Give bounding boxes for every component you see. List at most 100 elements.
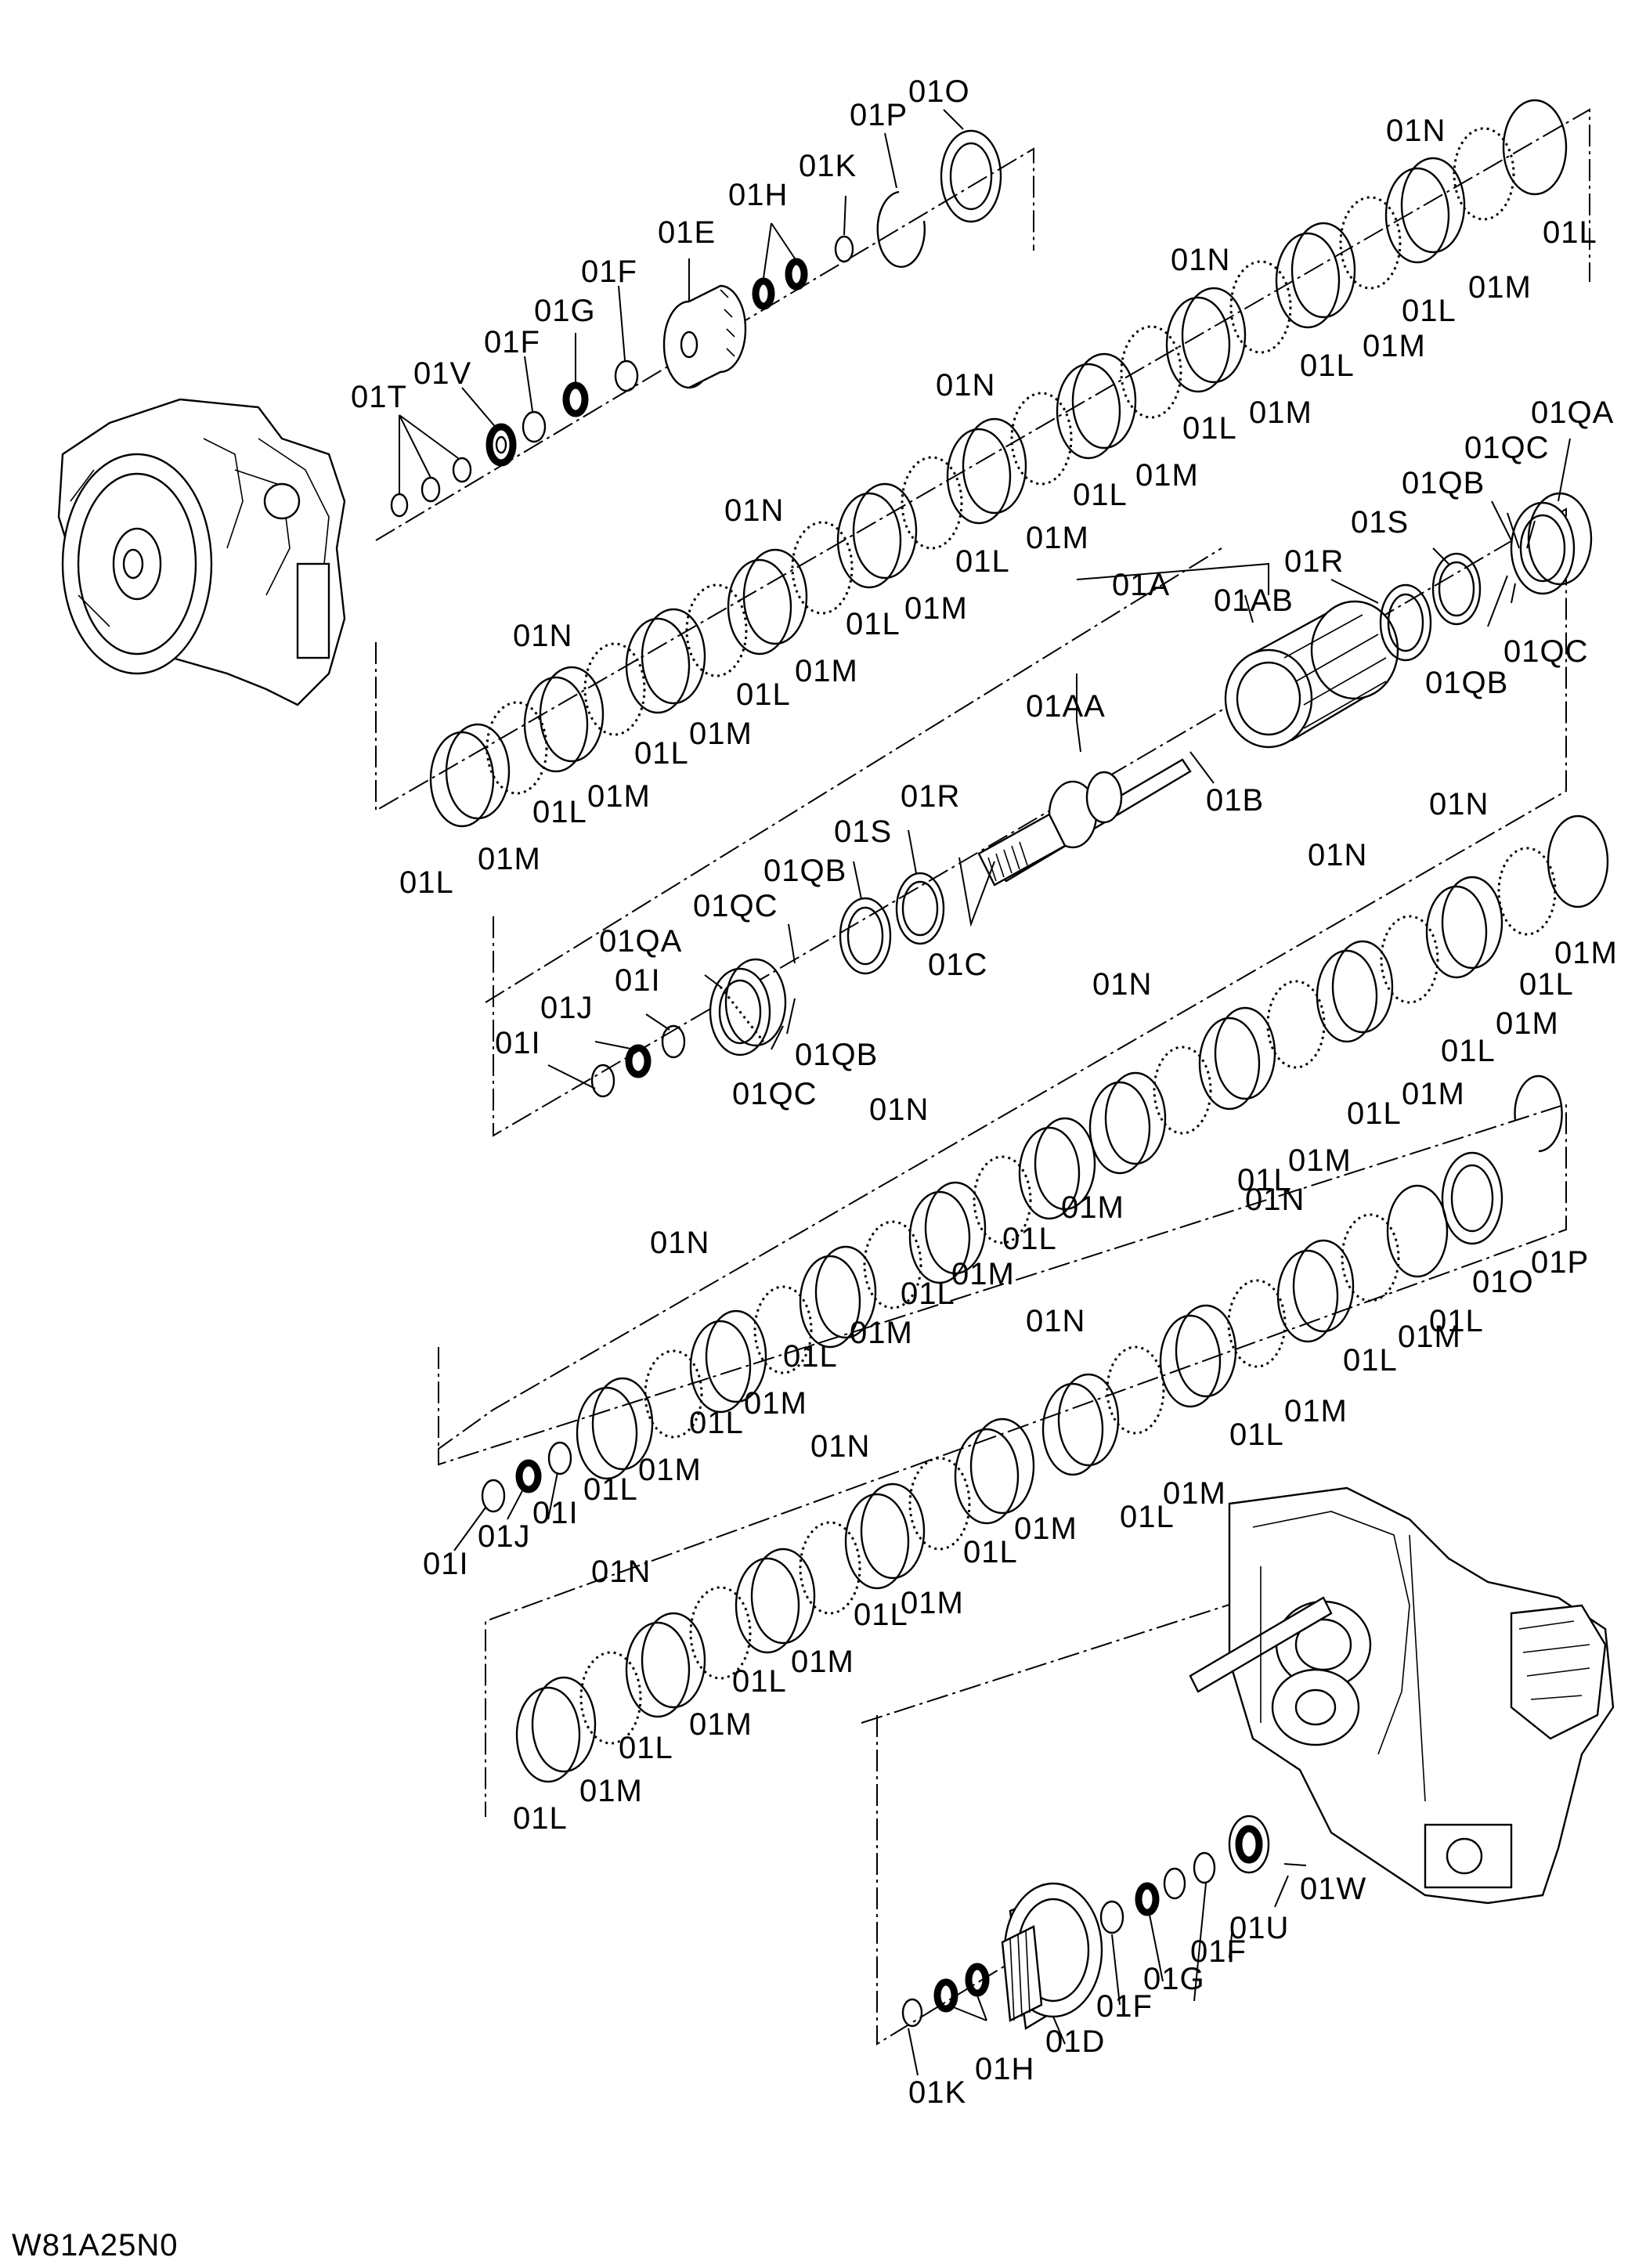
row4-clutch-pack [481, 1117, 1096, 1513]
label-01N-r2-1: 01N [513, 619, 572, 653]
row1-parts [390, 129, 1002, 518]
label-01AA: 01AA [1026, 689, 1106, 724]
label-01L-r6-5: 01L [963, 1535, 1018, 1569]
label-01L-r3-3: 01L [1441, 1034, 1496, 1068]
label-01L-r6-2: 01L [619, 1731, 673, 1765]
label-01QC-3: 01QC [693, 889, 778, 923]
label-01QB: 01QB [1402, 466, 1485, 500]
label-01M-r2-2: 01M [587, 779, 651, 814]
label-01M-r6-1: 01M [579, 1774, 643, 1808]
label-01M-r4-3: 01M [850, 1316, 913, 1350]
label-01S: 01S [1351, 505, 1409, 540]
label-01N-r2-2: 01N [724, 493, 784, 528]
label-01N-r3-1: 01N [1092, 967, 1152, 1002]
label-01L-r6-1: 01L [513, 1801, 568, 1836]
label-01QA-2: 01QA [599, 924, 682, 959]
label-01QC: 01QC [1464, 431, 1550, 465]
label-01N-r6-1: 01N [591, 1555, 651, 1589]
label-01C: 01C [928, 948, 987, 982]
label-01I-4: 01I [532, 1496, 579, 1530]
label-01P: 01P [850, 98, 908, 132]
label-01QB-4: 01QB [795, 1038, 878, 1072]
label-01N-r6-2: 01N [810, 1429, 870, 1464]
label-01L-r5-1: 01L [1120, 1500, 1175, 1534]
label-01L-r5-4: 01L [1429, 1304, 1484, 1338]
label-01L-r3-2: 01L [1347, 1096, 1402, 1131]
label-01L-r2-3: 01L [634, 736, 689, 771]
label-01L-r6-3: 01L [732, 1664, 787, 1699]
label-01QB-3: 01QB [763, 854, 846, 888]
label-01M-r6-3: 01M [791, 1645, 854, 1679]
label-01N-r2-3: 01N [936, 368, 995, 403]
label-01G: 01G [534, 294, 596, 328]
label-01S-2: 01S [834, 814, 892, 849]
row5-clutch-pack [1041, 1074, 1563, 1476]
label-01L-r4-1: 01L [583, 1472, 638, 1507]
label-01J: 01J [540, 991, 594, 1025]
label-01M-r5-2: 01M [1284, 1394, 1348, 1428]
label-01F-3: 01F [1096, 1989, 1153, 2024]
label-01N-r3-3: 01N [1429, 787, 1489, 822]
label-01L-r4-2: 01L [689, 1406, 744, 1440]
transmission-housing-illustration [57, 398, 346, 706]
label-01L-r2-4: 01L [736, 677, 791, 712]
label-01M-r6-2: 01M [689, 1707, 753, 1742]
label-01H: 01H [728, 178, 788, 212]
leader-lines [399, 109, 1571, 2076]
label-01N-r5-1: 01N [1026, 1304, 1085, 1338]
label-01L-r2-7: 01L [1073, 478, 1128, 512]
row2-clutch-pack [429, 99, 1568, 828]
label-01O-2: 01O [1472, 1265, 1534, 1299]
label-01R-2: 01R [901, 779, 960, 814]
label-01J-2: 01J [478, 1519, 531, 1554]
output-parts [901, 1815, 1270, 2030]
label-01QA: 01QA [1531, 395, 1614, 430]
row3-clutch-pack [1088, 814, 1609, 1175]
label-01U: 01U [1229, 1911, 1289, 1945]
label-01P-2: 01P [1531, 1245, 1589, 1280]
label-01L-r4-5: 01L [1002, 1222, 1057, 1256]
label-01L-r2-1: 01L [399, 865, 454, 900]
label-01M-r2-9: 01M [1363, 329, 1426, 363]
label-01M-r2-6: 01M [1026, 521, 1089, 555]
label-01I-2: 01I [495, 1026, 541, 1060]
label-01M-r5-3: 01M [1398, 1320, 1461, 1354]
label-01M-r4-2: 01M [744, 1386, 807, 1421]
label-01T: 01T [351, 380, 407, 414]
label-01M-r3-4: 01M [1554, 936, 1618, 970]
label-01M-r4-4: 01M [951, 1257, 1015, 1291]
label-01B: 01B [1206, 783, 1264, 818]
label-01L-r2-11: 01L [1543, 215, 1597, 250]
label-01N-r3-2: 01N [1308, 838, 1367, 872]
label-01L-r3-1: 01L [1237, 1163, 1292, 1197]
label-01R: 01R [1284, 544, 1344, 579]
label-01L-r4-4: 01L [901, 1277, 955, 1311]
label-01L-r2-8: 01L [1182, 411, 1237, 446]
label-01F-4: 01F [1190, 1934, 1247, 1969]
label-01D: 01D [1045, 2024, 1105, 2059]
label-01I-3: 01I [423, 1547, 469, 1581]
label-01F: 01F [484, 325, 540, 359]
label-01L-r6-4: 01L [854, 1598, 908, 1632]
label-01QC-2: 01QC [1503, 634, 1589, 669]
label-01M-r2-10: 01M [1468, 270, 1532, 305]
label-01M-r2-1: 01M [478, 842, 541, 876]
shaft-assembly [590, 492, 1593, 1098]
label-01AB: 01AB [1214, 583, 1294, 618]
label-01QC-4: 01QC [732, 1077, 818, 1111]
label-01M-r2-3: 01M [689, 717, 753, 751]
label-01N-r4-1: 01N [650, 1226, 709, 1260]
label-01L-r4-3: 01L [783, 1339, 838, 1374]
label-01O: 01O [908, 74, 970, 109]
label-01L-r2-9: 01L [1300, 349, 1355, 383]
label-01K-2: 01K [908, 2075, 966, 2110]
label-01M-r4-1: 01M [638, 1453, 702, 1487]
part-labels: 01T 01V 01F 01G 01F 01E 01H 01K 01P 01O … [351, 74, 1618, 2110]
label-01W: 01W [1300, 1872, 1366, 1906]
label-01N-r2-5: 01N [1386, 114, 1446, 148]
label-01I: 01I [615, 963, 661, 998]
label-01M-r6-4: 01M [901, 1586, 964, 1620]
gearbox-housing-illustration [1189, 1486, 1615, 1905]
label-01L-r2-2: 01L [532, 795, 587, 829]
